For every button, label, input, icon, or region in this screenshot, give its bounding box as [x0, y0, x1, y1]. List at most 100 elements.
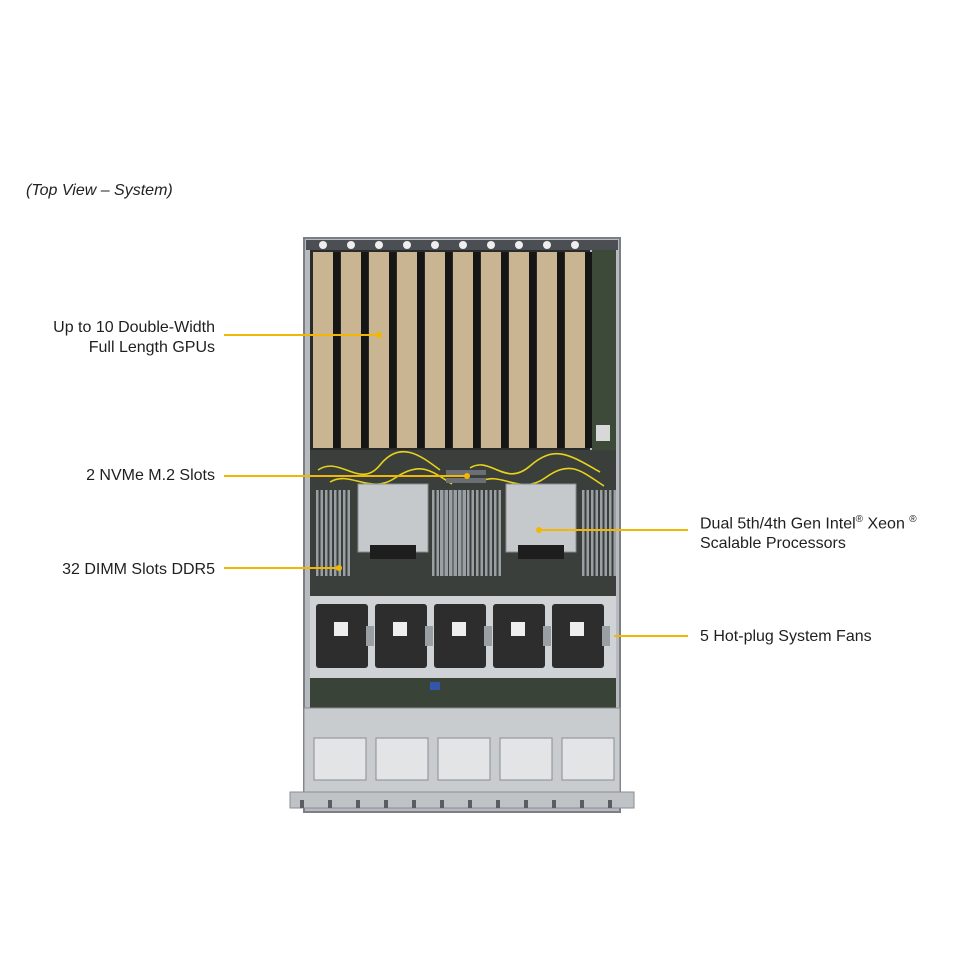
front-vent [496, 800, 500, 808]
gpu-card [313, 252, 333, 448]
front-vent [552, 800, 556, 808]
fan-latch [366, 626, 374, 646]
registered-mark: ® [909, 514, 917, 525]
fan-latch [602, 626, 610, 646]
gpu-card-shroud [361, 252, 368, 448]
gpu-card-shroud [557, 252, 564, 448]
gpu-cards [313, 241, 592, 448]
dimm-slot [440, 490, 443, 576]
callout-dimm-leader [224, 565, 342, 571]
dimm-slot [613, 490, 616, 576]
dimm-slot [489, 490, 492, 576]
front-bay [561, 737, 615, 781]
gpu-bracket-vent [375, 241, 383, 249]
gpu-power-cables [317, 450, 605, 487]
front-vent [300, 800, 304, 808]
dimm-slot [480, 490, 483, 576]
callout-gpus-line2: Full Length GPUs [88, 339, 215, 356]
front-board [310, 678, 616, 708]
gpu-card-shroud [333, 252, 340, 448]
callout-cpu-line1c: Xeon [863, 515, 910, 533]
callout-cpu-line1: Dual 5th/4th Gen Intel® Xeon ® [700, 510, 917, 534]
gpu-bracket-vent [515, 241, 523, 249]
gpu-card [425, 252, 445, 448]
front-vent [328, 800, 332, 808]
callout-cpu-label: Dual 5th/4th Gen Intel® Xeon ® Scalable … [700, 510, 917, 554]
front-vent [412, 800, 416, 808]
gpu-card [341, 252, 361, 448]
fan-latch [425, 626, 433, 646]
dimm-banks [316, 490, 616, 576]
front-bay [313, 737, 367, 781]
gpu-card [509, 252, 529, 448]
dimm-slot [462, 490, 465, 576]
gpu-card-shroud [529, 252, 536, 448]
dimm-slot [494, 490, 497, 576]
fan-label [334, 622, 348, 636]
callout-nvme-label: 2 NVMe M.2 Slots [86, 467, 215, 484]
dimm-slot [436, 490, 439, 576]
cpu-heatsink-2 [505, 483, 577, 553]
callout-nvme-leader [224, 473, 470, 479]
front-vent [440, 800, 444, 808]
front-vent [580, 800, 584, 808]
dimm-slot [347, 490, 350, 576]
nvme-slot [446, 470, 486, 475]
callout-gpus-line1: Up to 10 Double-Width [53, 319, 215, 336]
dimm-slot [600, 490, 603, 576]
dimm-slot [432, 490, 435, 576]
fan-label [511, 622, 525, 636]
front-vent [524, 800, 528, 808]
dimm-slot [329, 490, 332, 576]
gpu-bracket-vent [543, 241, 551, 249]
gpu-bracket-vent [571, 241, 579, 249]
gpu-bracket-vent [487, 241, 495, 249]
view-caption: (Top View – System) [26, 182, 173, 199]
fan-label [570, 622, 584, 636]
dimm-slot [471, 490, 474, 576]
dimm-slot [604, 490, 607, 576]
side-board-chip [596, 425, 610, 441]
fans [316, 604, 610, 668]
gpu-bracket-vent [431, 241, 439, 249]
nvme-slot [446, 478, 486, 483]
gpu-card-shroud [445, 252, 452, 448]
gpu-card [537, 252, 557, 448]
dimm-slot [498, 490, 501, 576]
fan-latch [484, 626, 492, 646]
callout-fans-leader [614, 635, 688, 637]
dimm-slot [343, 490, 346, 576]
front-vent [384, 800, 388, 808]
dimm-slot [320, 490, 323, 576]
front-bay [437, 737, 491, 781]
gpu-card [481, 252, 501, 448]
gpu-card [565, 252, 585, 448]
dimm-slot [609, 490, 612, 576]
dimm-slot [586, 490, 589, 576]
gpu-card-shroud [473, 252, 480, 448]
registered-mark: ® [855, 514, 864, 525]
callout-cpu-leader [536, 527, 688, 533]
callout-fans-label: 5 Hot-plug System Fans [700, 628, 872, 645]
fan-latch [543, 626, 551, 646]
side-board [592, 250, 616, 450]
cpu-2-socket-frame [518, 545, 564, 559]
gpu-card [453, 252, 473, 448]
dimm-slot [476, 490, 479, 576]
dimm-slot [458, 490, 461, 576]
dimm-slot [582, 490, 585, 576]
front-vent [468, 800, 472, 808]
gpu-card-shroud [585, 252, 592, 448]
dimm-slot [453, 490, 456, 576]
dimm-slot [334, 490, 337, 576]
gpu-card-shroud [501, 252, 508, 448]
gpu-card [397, 252, 417, 448]
dimm-slot [485, 490, 488, 576]
gpu-card-shroud [417, 252, 424, 448]
front-board-connector [430, 682, 440, 690]
gpu-bracket-vent [319, 241, 327, 249]
callout-cpu-line2: Scalable Processors [700, 535, 846, 553]
dimm-slot [591, 490, 594, 576]
cpu-heatsink-1 [357, 483, 429, 553]
dimm-slot [449, 490, 452, 576]
